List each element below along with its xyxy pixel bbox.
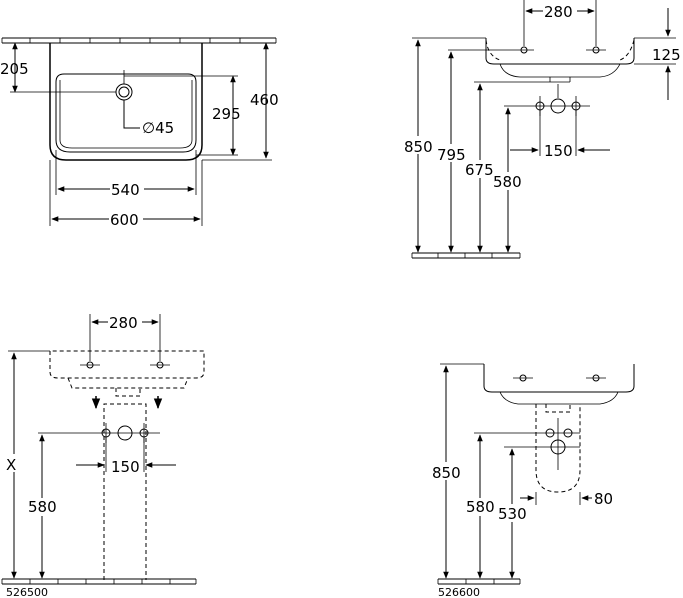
front-view-dim-850: 850: [404, 138, 433, 156]
pedestal-view-code: 526500: [6, 586, 48, 598]
front-view-dim-125: 125: [652, 46, 681, 64]
semi-pedestal-view-dim-80: 80: [594, 490, 613, 508]
top-view-wall: [1, 37, 277, 44]
top-view-dim-540: 540: [111, 181, 140, 199]
semi-pedestal-view-trap: [545, 418, 573, 470]
pedestal-view-dim-280: 280: [109, 314, 138, 332]
pedestal-view-floor: [1, 578, 197, 585]
front-view: 280 125 150 850 795: [404, 0, 681, 259]
front-view-fixing-holes: [514, 46, 606, 54]
front-view-dim-150: 150: [544, 142, 573, 160]
top-view: 205 295 460 ∅45 540 600: [0, 37, 279, 229]
pedestal-view-dim-x: X: [6, 456, 16, 474]
top-view-bowl: [55, 73, 197, 153]
top-view-dim-205: 205: [0, 60, 29, 78]
top-view-basin-outline: [49, 43, 203, 161]
front-view-trap: [535, 84, 581, 116]
semi-pedestal-view-floor: [437, 578, 521, 585]
top-view-dim-460: 460: [250, 91, 279, 109]
pedestal-view-dim-150: 150: [111, 458, 140, 476]
semi-pedestal-view-dim-530: 530: [498, 505, 527, 523]
pedestal-view: 280 150 X 580: [1, 312, 205, 598]
front-view-floor: [411, 252, 521, 259]
top-view-dim-295: 295: [212, 105, 241, 123]
pedestal-view-basin: [49, 350, 205, 379]
front-view-dim-580: 580: [493, 173, 522, 191]
front-view-basin: [485, 38, 635, 65]
semi-pedestal-view-dim-850: 850: [432, 464, 461, 482]
semi-pedestal-view: 80 850 580 530 526600: [432, 363, 635, 598]
front-view-dim-280: 280: [544, 3, 573, 21]
pedestal-view-pedestal: [103, 403, 147, 580]
top-view-dim-hole: ∅45: [142, 119, 174, 137]
semi-pedestal-view-shroud: [535, 404, 581, 493]
semi-pedestal-view-basin: [483, 364, 635, 393]
pedestal-view-dim-580: 580: [28, 498, 57, 516]
front-view-dim-795: 795: [437, 146, 466, 164]
semi-pedestal-view-code: 526600: [438, 586, 480, 598]
top-view-dim-600: 600: [110, 211, 139, 229]
semi-pedestal-view-dim-580: 580: [466, 498, 495, 516]
front-view-dim-675: 675: [465, 161, 494, 179]
